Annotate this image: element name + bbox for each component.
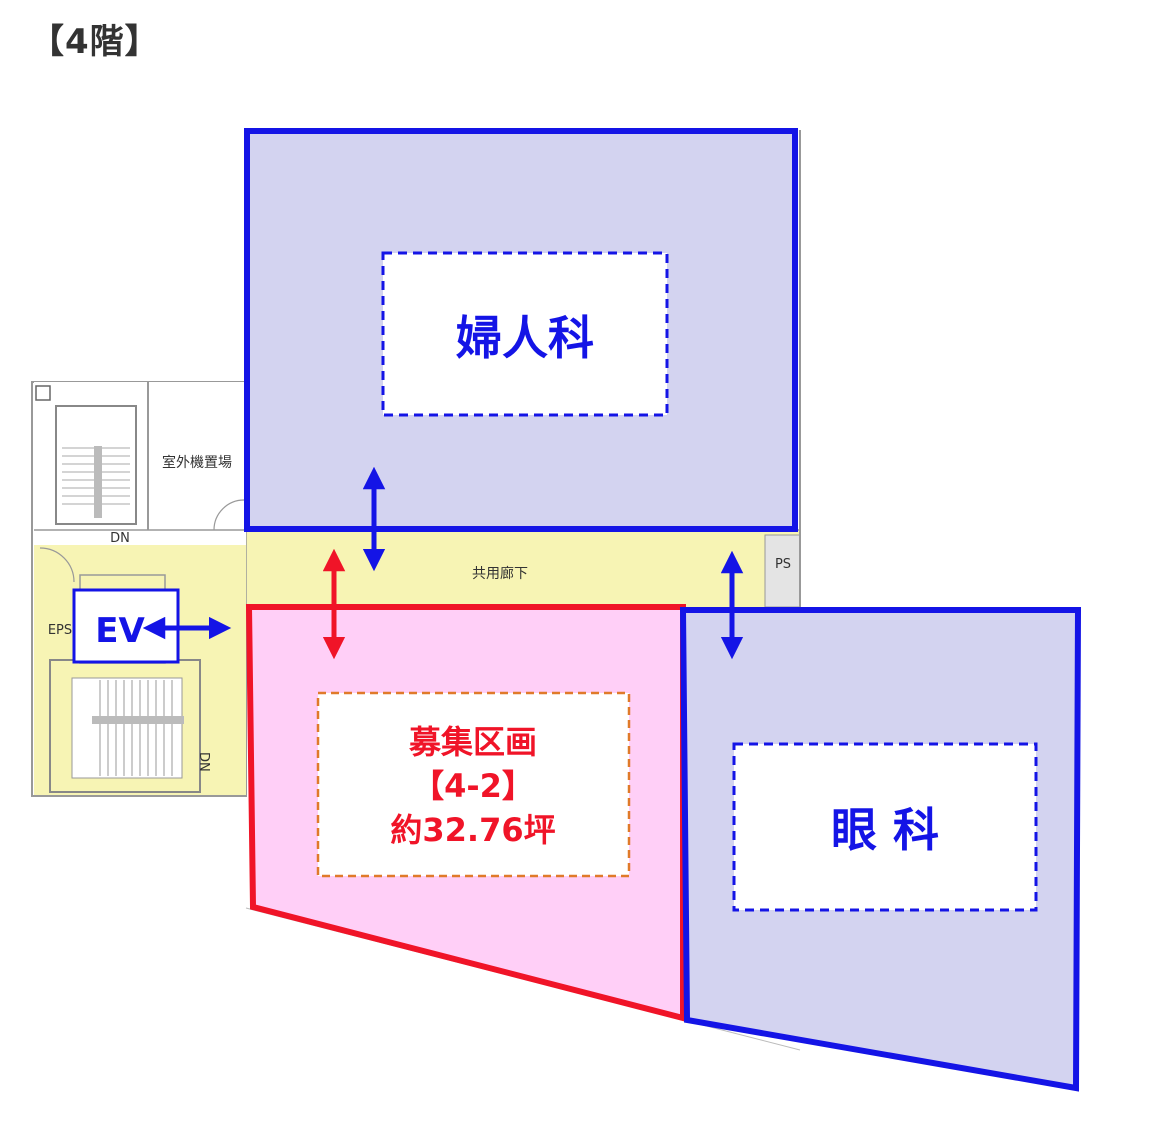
eps-label: EPS xyxy=(48,623,72,638)
gynecology-label-box xyxy=(381,251,669,417)
corridor-label: 共用廊下 xyxy=(472,565,528,582)
ophthalmology-label: 眼 科 xyxy=(831,803,939,857)
dn-bottom-label: DN xyxy=(196,752,211,772)
ps-label: PS xyxy=(775,557,791,572)
floor-heading: 【4階】 xyxy=(30,22,160,62)
recruit-label-code: 【4-2】 xyxy=(412,767,534,805)
dn-top-label: DN xyxy=(110,531,130,546)
gynecology-room xyxy=(244,128,798,532)
recruit-label-area: 約32.76坪 xyxy=(390,811,555,849)
ophthalmology-label-box xyxy=(732,742,1038,912)
gynecology-label: 婦人科 xyxy=(456,311,594,365)
elevator-label: EV xyxy=(95,611,145,651)
recruit-label-box xyxy=(316,691,631,878)
recruit-label-title: 募集区画 xyxy=(408,723,537,761)
stair-core xyxy=(34,382,246,795)
outdoor-unit-label: 室外機置場 xyxy=(162,454,232,471)
